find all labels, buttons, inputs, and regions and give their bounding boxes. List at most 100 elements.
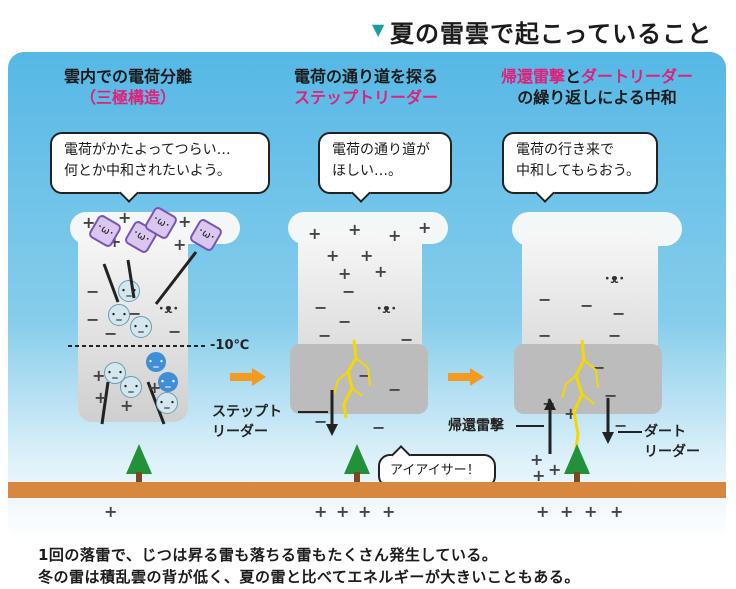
- tree-icon: [344, 444, 370, 474]
- plus-charge: +: [418, 218, 432, 237]
- label-pointer: [618, 431, 642, 433]
- ground-plus-charge: +: [560, 502, 574, 521]
- minus-charge: −: [612, 304, 626, 323]
- plus-charge: +: [530, 450, 544, 469]
- panel1-arrows: [100, 251, 198, 425]
- graupel-icon: ･_･: [156, 392, 178, 414]
- downdraft-arrow: [100, 381, 110, 425]
- ground-plus-charge: +: [314, 502, 328, 521]
- minus-charge: −: [400, 330, 414, 349]
- diagram-panel: 雲内での電荷分離 （三極構造） 電荷がかたよってつらい… 何とか中和されたいよう…: [8, 52, 726, 540]
- tree-bubble-text: アイアイサー！: [390, 463, 480, 478]
- lightning-channel-icon: [561, 339, 599, 465]
- plus-charge: +: [118, 208, 132, 227]
- ground-plus-charge: +: [536, 502, 550, 521]
- minus-charge: −: [538, 290, 552, 309]
- dart-leader-label-line1: ダート: [644, 424, 686, 440]
- tree-trunk: [574, 472, 580, 482]
- plus-charge: +: [148, 378, 162, 397]
- cloud-face: ･ᴥ･: [376, 302, 397, 317]
- panel1-bubble-line2: 何とか中和されたいよう。: [64, 163, 231, 179]
- minus-charge: −: [318, 326, 332, 345]
- panel1-speech-bubble: 電荷がかたよってつらい… 何とか中和されたいよう。: [50, 132, 270, 203]
- minus-charge: −: [314, 412, 328, 431]
- panel3-speech-bubble: 電荷の行き来で 中和してもらおう。: [502, 132, 658, 203]
- plus-charge: +: [548, 460, 562, 479]
- page-title: ▼ 夏の雷雲で起こっていること: [372, 10, 732, 48]
- stepped-leader-label-line2: リーダー: [212, 424, 268, 440]
- stepped-leader-label: ステップト リーダー: [212, 402, 282, 442]
- ground-plus-charge: +: [584, 502, 598, 521]
- tree-trunk: [136, 472, 142, 482]
- panel3-bubble-line2: 中和してもらおう。: [516, 163, 641, 179]
- panel2-heading: 電荷の通り道を探る ステップトリーダー: [266, 66, 466, 108]
- panel2-speech-bubble: 電荷の通り道が ほしい…。: [318, 132, 452, 203]
- plus-charge: +: [94, 388, 108, 407]
- graupel-icon: ･_･: [104, 362, 126, 384]
- tree-icon: [564, 444, 590, 474]
- panel1-bubble-line1: 電荷がかたよってつらい…: [64, 142, 231, 158]
- panel3-cloud-base: [514, 344, 662, 414]
- panel3-bubble-tail: [535, 183, 555, 203]
- panel1-heading: 雲内での電荷分離 （三極構造）: [28, 66, 228, 108]
- plus-charge: +: [173, 235, 187, 254]
- minus-charge: −: [104, 324, 118, 343]
- plus-charge: +: [374, 262, 388, 281]
- panel3-bubble-line1: 電荷の行き来で: [516, 142, 614, 158]
- triangle-icon: ▼: [372, 20, 385, 39]
- plus-charge: +: [178, 212, 192, 231]
- next-step-arrow-icon: [230, 368, 266, 386]
- minus-charge: −: [608, 326, 622, 345]
- updraft-arrow: [126, 259, 136, 299]
- ground-plus-charge: +: [382, 502, 396, 521]
- plus-charge: +: [388, 226, 402, 245]
- dart-leader-arrow: [602, 398, 614, 444]
- footer-line2: 冬の雷は積乱雲の背が低く、夏の雷と比べてエネルギーが大きいこともある。: [38, 568, 580, 586]
- minus-charge: −: [538, 326, 552, 345]
- panel3-heading: 帰還雷撃とダートリーダー の繰り返しによる中和: [482, 66, 712, 108]
- plus-charge: +: [338, 264, 352, 283]
- updraft-arrow: [102, 263, 120, 303]
- panel1-heading-line2: （三極構造）: [79, 88, 176, 107]
- tree-icon: [126, 444, 152, 474]
- minus-charge: −: [86, 310, 100, 329]
- temperature-label: -10℃: [210, 338, 250, 353]
- plus-charge: +: [120, 396, 134, 415]
- ground-plus-charge: +: [336, 502, 350, 521]
- plus-charge: +: [308, 224, 322, 243]
- label-pointer: [298, 411, 328, 413]
- cloud-face: ･ᴥ･: [158, 302, 179, 317]
- panel3-heading-dart-leader: ダートリーダー: [581, 67, 694, 86]
- minus-charge: −: [314, 298, 328, 317]
- minus-charge: −: [388, 380, 402, 399]
- plus-charge: +: [360, 246, 374, 265]
- ground-plus-charge: +: [104, 502, 118, 521]
- temperature-line: [68, 345, 208, 347]
- panel3-heading-line2: の繰り返しによる中和: [517, 88, 677, 107]
- panel3-heading-and: と: [564, 67, 581, 86]
- panel2-bubble-tail: [351, 183, 371, 203]
- minus-charge: −: [168, 322, 182, 341]
- graupel-icon: ･_･: [130, 316, 152, 338]
- panel2-cloud-base: [290, 344, 428, 414]
- title-text: 夏の雷雲で起こっていること: [390, 20, 713, 48]
- minus-charge: −: [342, 282, 356, 301]
- minus-charge: −: [86, 282, 100, 301]
- plus-charge: +: [532, 466, 546, 485]
- panel2-bubble-line2: ほしい…。: [332, 163, 402, 179]
- stepped-leader-label-line1: ステップト: [212, 404, 282, 420]
- negative-particle-icon: ･_･: [158, 372, 178, 392]
- stepped-leader-arrow: [326, 390, 338, 436]
- plus-charge: +: [326, 246, 340, 265]
- lightning-bolt-icon: [333, 339, 371, 419]
- ground-strip: [8, 482, 726, 498]
- panel2-heading-line2: ステップトリーダー: [293, 88, 438, 107]
- panel3-heading-line1: 帰還雷撃とダートリーダー: [482, 66, 712, 87]
- return-stroke-arrow: [544, 398, 556, 454]
- ground-plus-charge: +: [358, 502, 372, 521]
- minus-charge: −: [372, 418, 386, 437]
- updraft-arrow: [154, 251, 198, 305]
- next-step-arrow-icon: [448, 368, 484, 386]
- panel3-heading-return-stroke: 帰還雷撃: [500, 67, 565, 86]
- panel2-bubble-line1: 電荷の通り道が: [332, 142, 430, 158]
